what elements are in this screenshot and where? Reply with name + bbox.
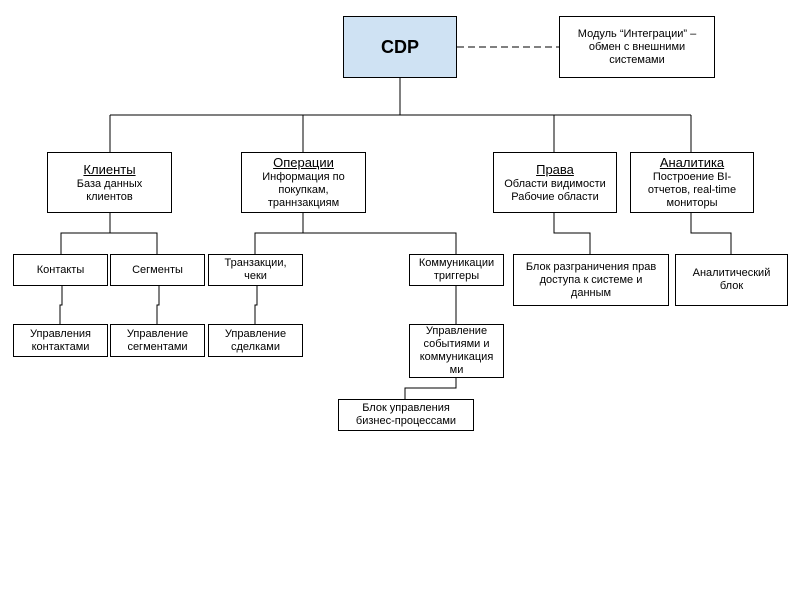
clients-description-line: База данных (76, 177, 143, 190)
events-management-line: Управление (425, 325, 488, 337)
contacts-management-connector (59, 286, 63, 324)
contacts-label: Контакты (36, 263, 85, 276)
contacts-management-node[interactable]: Управления контактами (13, 324, 108, 357)
communications-line: Коммуникации (418, 257, 495, 269)
operations-children-connector (254, 213, 304, 254)
access-control-line: доступа к системе и (539, 273, 643, 286)
integration-line: системами (609, 53, 665, 66)
deals-management-line: сделками (231, 340, 280, 353)
access-control-line: Блок разграничения прав (525, 260, 657, 273)
cdp-root-title: CDP (380, 36, 419, 57)
transactions-line: чеки (244, 270, 267, 282)
analytics-description-line: Построение BI- (652, 171, 732, 183)
rights-access-connector (553, 213, 591, 254)
integration-module-node[interactable]: Модуль “Интеграции” – обмен с внешними с… (559, 16, 715, 78)
segments-management-connector (156, 286, 160, 324)
clients-description-line: клиентов (86, 190, 133, 203)
operations-description-line: траннзакциям (267, 197, 340, 209)
rights-description-line: Области видимости (504, 177, 606, 190)
analytics-description-line: мониторы (666, 197, 718, 209)
rights-title: Права (536, 161, 574, 177)
business-process-line: Блок управления (362, 402, 450, 414)
operations-node[interactable]: Операции Информация по покупкам, траннза… (241, 152, 366, 213)
events-management-line: коммуникация (419, 351, 494, 363)
operations-communications-connector (303, 232, 457, 254)
analytics-node[interactable]: Аналитика Построение BI- отчетов, real-t… (630, 152, 754, 213)
analytics-title: Аналитика (659, 155, 725, 170)
operations-description-line: Информация по (262, 171, 345, 183)
clients-title: Клиенты (83, 161, 136, 177)
cdp-root-node[interactable]: CDP (343, 16, 457, 78)
business-process-line: бизнес-процессами (355, 415, 457, 427)
segments-management-line: Управление (126, 327, 189, 340)
rights-description-line: Рабочие области (511, 190, 599, 203)
communications-line: триггеры (433, 270, 480, 282)
events-business-process-connector (404, 378, 457, 399)
clients-segments-connector (110, 232, 158, 254)
contacts-node[interactable]: Контакты (13, 254, 108, 286)
analytics-block-line: Аналитический (692, 267, 771, 279)
integration-line: Модуль “Интеграции” – (577, 27, 697, 40)
contacts-management-line: контактами (31, 340, 90, 353)
events-management-line: событиями и (423, 338, 490, 350)
segments-node[interactable]: Сегменты (110, 254, 205, 286)
events-management-line: ми (449, 364, 464, 376)
communications-node[interactable]: Коммуникации триггеры (409, 254, 504, 286)
clients-children-connector (60, 213, 111, 254)
deals-management-node[interactable]: Управление сделками (208, 324, 303, 357)
deals-management-line: Управление (224, 327, 287, 340)
transactions-line: Транзакции, (224, 257, 287, 269)
events-management-node[interactable]: Управление событиями и коммуникация ми (409, 324, 504, 378)
transactions-deals-connector (254, 286, 258, 324)
segments-management-line: сегментами (127, 340, 188, 353)
contacts-management-line: Управления (30, 327, 91, 340)
clients-node[interactable]: Клиенты База данных клиентов (47, 152, 172, 213)
analytics-block-connector (690, 213, 732, 254)
segments-management-node[interactable]: Управление сегментами (110, 324, 205, 357)
operations-title: Операции (273, 155, 334, 170)
business-process-block-node[interactable]: Блок управления бизнес-процессами (338, 399, 474, 431)
transactions-node[interactable]: Транзакции, чеки (208, 254, 303, 286)
access-control-block-node[interactable]: Блок разграничения прав доступа к систем… (513, 254, 669, 306)
segments-label: Сегменты (132, 263, 183, 276)
analytics-description-line: отчетов, real-time (647, 184, 737, 196)
operations-description-line: покупкам, (278, 184, 329, 196)
integration-line: обмен с внешними (588, 40, 686, 53)
analytics-block-node[interactable]: Аналитический блок (675, 254, 788, 306)
analytics-block-line: блок (719, 280, 744, 292)
rights-node[interactable]: Права Области видимости Рабочие области (493, 152, 617, 213)
access-control-line: данным (570, 286, 612, 299)
